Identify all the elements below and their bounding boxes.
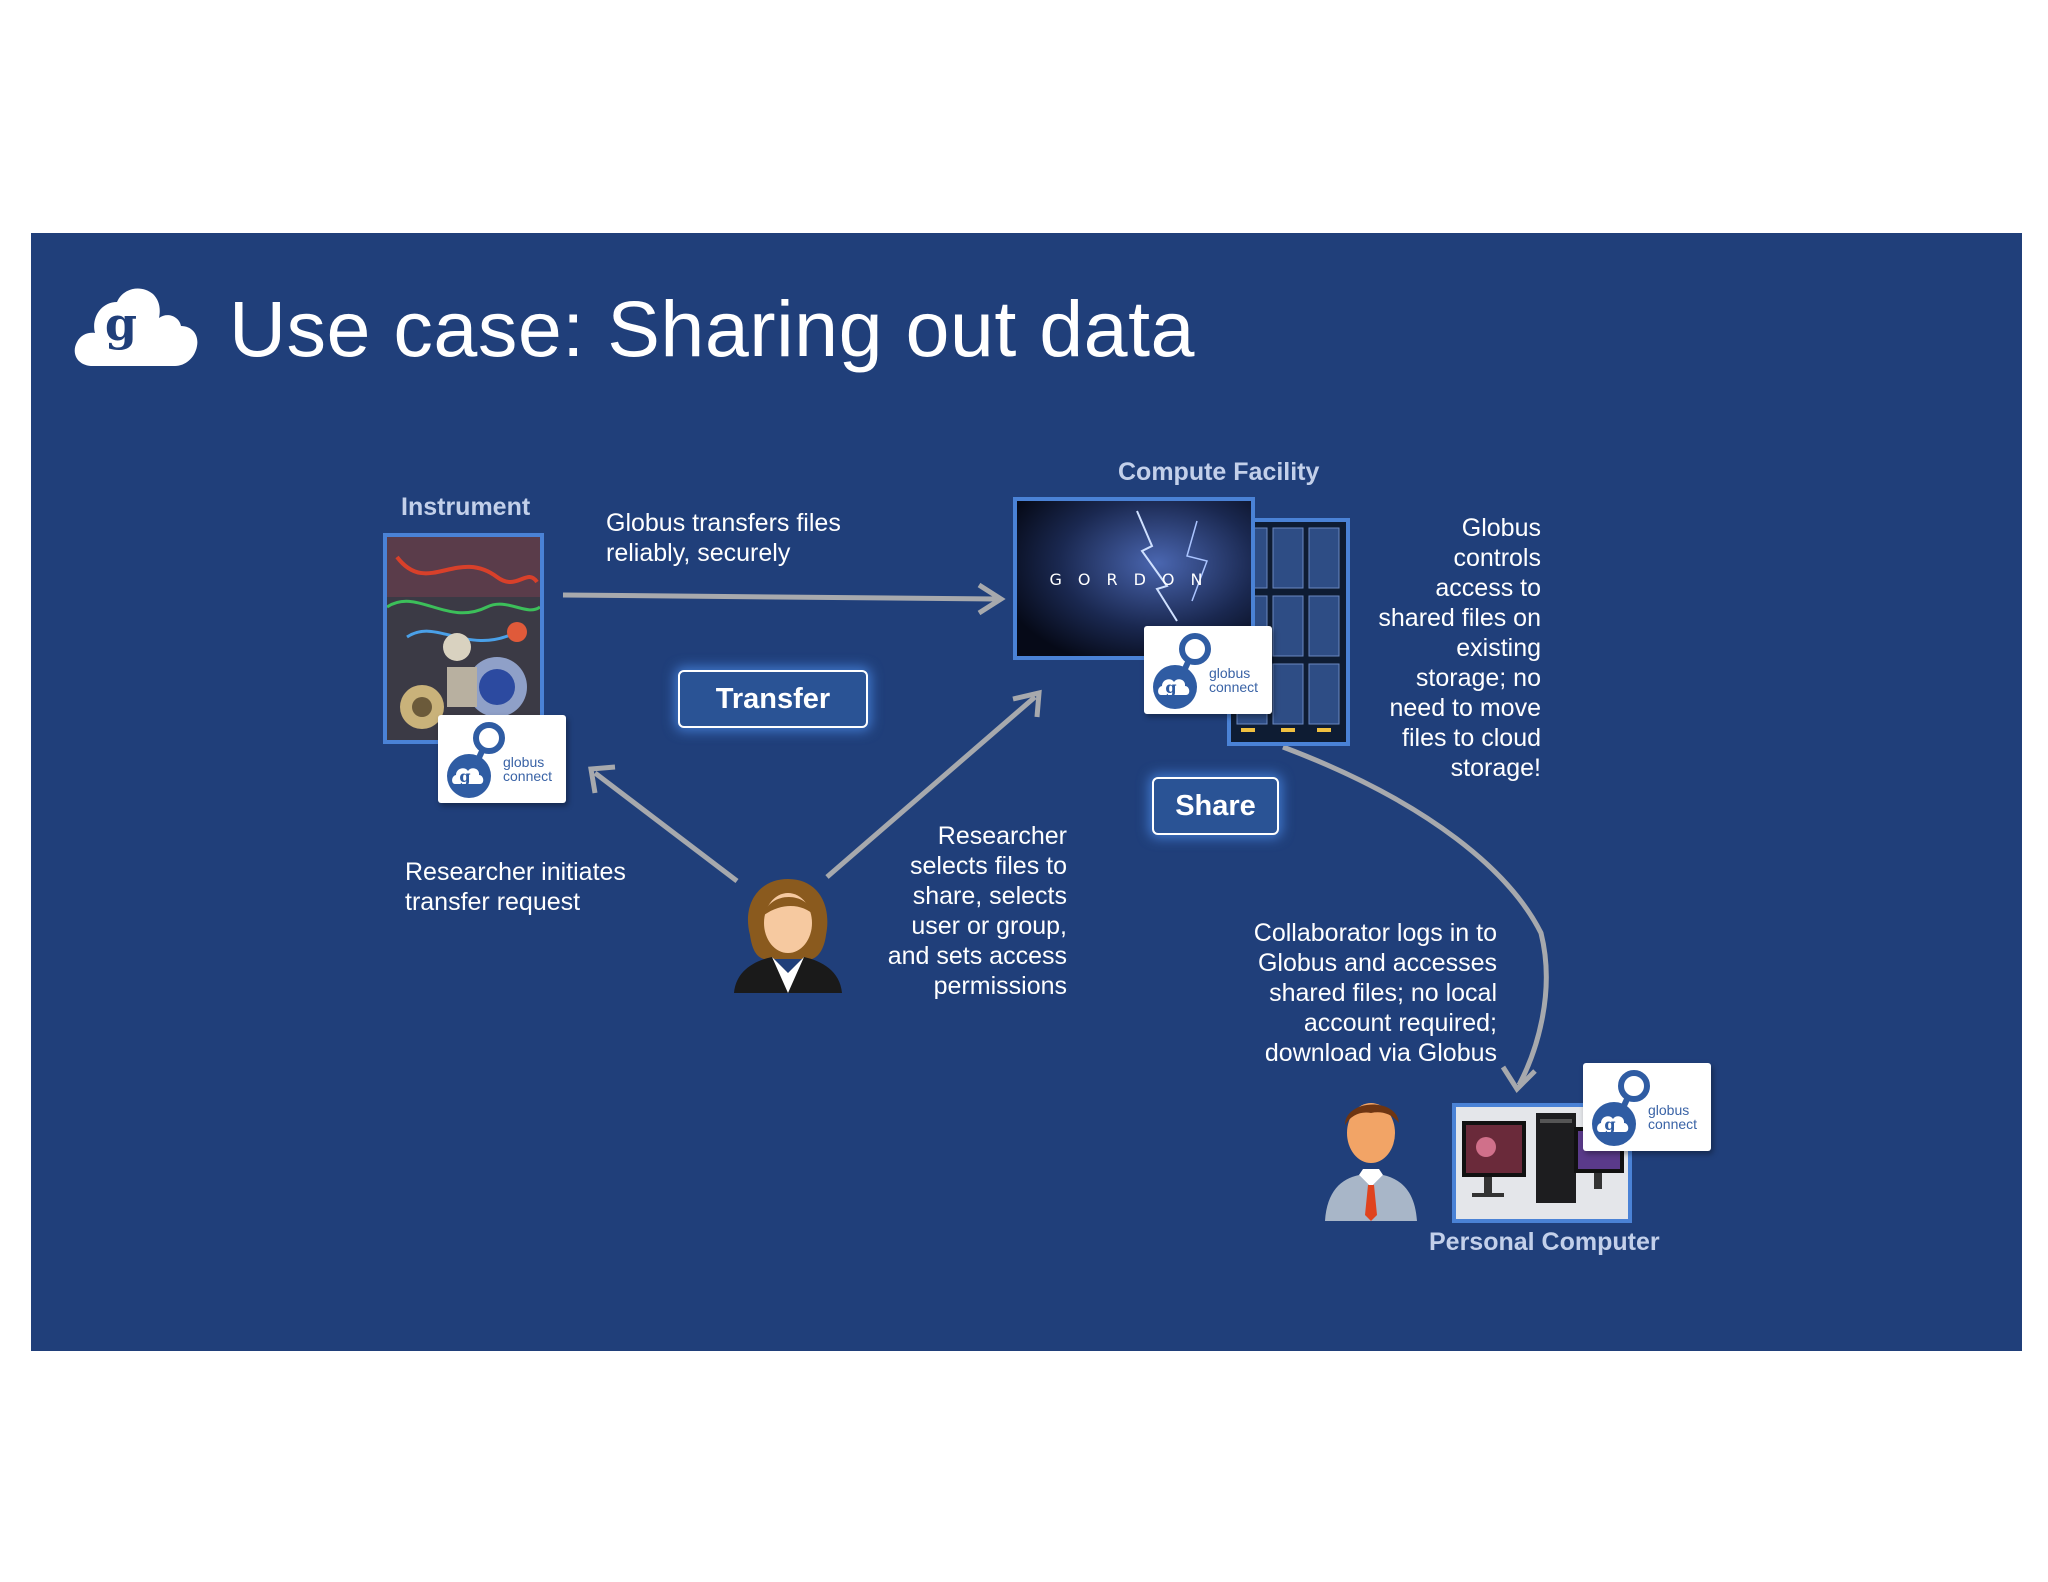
globus-connect-icon: g — [1592, 1070, 1650, 1146]
collaborator-avatar-icon — [1325, 1103, 1417, 1221]
globus-cloud-logo-icon: g — [74, 288, 198, 366]
svg-text:g: g — [459, 767, 470, 786]
share-curve-arrow — [1282, 744, 1549, 1087]
slide-title: Use case: Sharing out data — [229, 284, 1195, 373]
researcher-to-compute-arrow — [825, 695, 1037, 879]
researcher-to-instrument-arrow — [593, 771, 739, 883]
researcher-to-instrument-arrowhead — [588, 764, 616, 794]
flow-arrows — [562, 582, 1549, 1093]
instrument-image — [383, 533, 544, 744]
personal-computer-label: Personal Computer — [1429, 1228, 1660, 1256]
slide: g Use case: Sharing out data Instrument — [31, 233, 2022, 1351]
globus-connect-icon: g — [1153, 633, 1211, 709]
share-curve-arrowhead — [1500, 1065, 1537, 1093]
researcher-to-compute-arrowhead — [1012, 689, 1042, 718]
svg-text:g: g — [105, 297, 137, 351]
transfer-arrow — [562, 592, 998, 602]
researcher-avatar-icon — [734, 879, 842, 993]
svg-text:g: g — [1604, 1115, 1615, 1134]
globus-connect-icon: g — [447, 722, 505, 798]
transfer-arrowhead — [977, 582, 1006, 616]
compute-facility-label: Compute Facility — [1118, 458, 1320, 486]
svg-text:GORDON: GORDON — [1050, 570, 1219, 589]
instrument-label: Instrument — [401, 493, 531, 521]
svg-text:g: g — [1165, 678, 1176, 697]
transfer-button[interactable]: Transfer — [678, 670, 868, 728]
share-button[interactable]: Share — [1152, 777, 1279, 835]
